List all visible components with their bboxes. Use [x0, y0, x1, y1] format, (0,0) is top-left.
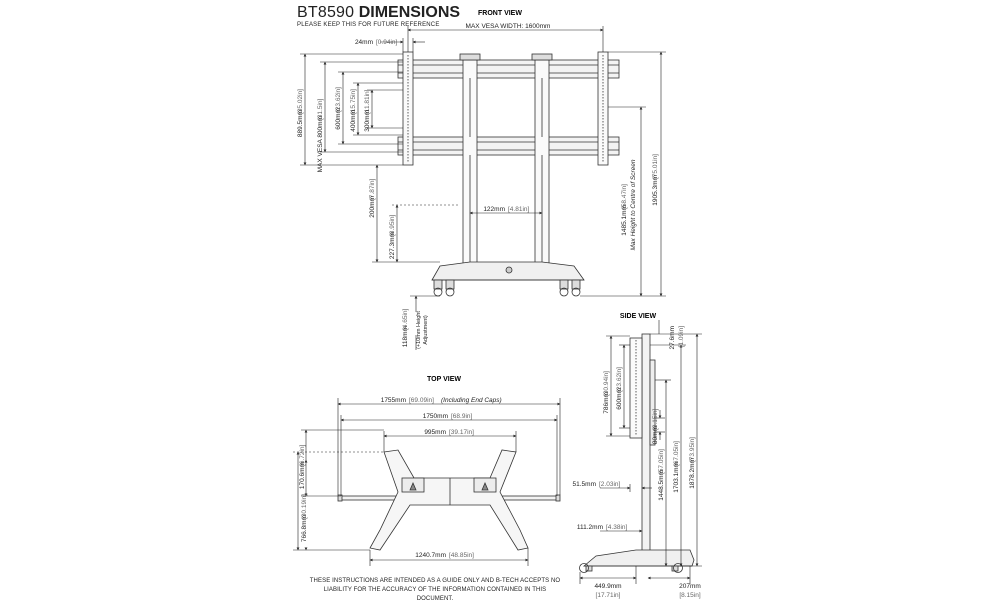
dim-24-in: [0.94in]: [376, 39, 398, 46]
dim-300-in: [11.81in]: [364, 89, 371, 114]
dim-122-mm: 122mm: [483, 206, 505, 213]
dim-400-mm: 400mm: [350, 110, 357, 132]
height-adjust-line1: (+10mm Height: [416, 311, 422, 349]
dim-1240-in: [48.85in]: [449, 552, 474, 559]
dim-51-in: [2.03in]: [599, 481, 621, 488]
dim-111-mm: 111.2mm: [577, 524, 603, 531]
dim-766-in: [30.19in]: [301, 494, 308, 519]
dim-side-600-in: [23.62in]: [616, 367, 623, 392]
dim-170-in: [6.72in]: [299, 444, 306, 466]
dim-889-in: [35.02in]: [297, 89, 304, 114]
top-view-title: TOP VIEW: [427, 376, 461, 383]
dim-1755-note: (Including End Caps): [441, 397, 502, 404]
disclaimer: THESE INSTRUCTIONS ARE INTENDED AS A GUI…: [305, 577, 565, 604]
max-height-note: Max Height to Centre of Screen: [630, 159, 637, 250]
dim-1448-in: [57.05in]: [658, 449, 665, 474]
dim-122-in: [4.81in]: [508, 206, 530, 213]
dim-51-mm: 51.5mm: [573, 481, 596, 488]
dim-995-mm: 995mm: [424, 429, 446, 436]
dim-207-mm: 207mm: [679, 583, 701, 590]
dim-27-in: [1.09in]: [678, 326, 685, 348]
header-subtitle: PLEASE KEEP THIS FOR FUTURE REFERENCE: [297, 22, 440, 28]
model-number: BT8590: [297, 4, 355, 21]
dim-111-in: [4.38in]: [606, 524, 628, 531]
dim-227-mm: 227.3mm: [389, 232, 396, 259]
disclaimer-line-1: THESE INSTRUCTIONS ARE INTENDED AS A GUI…: [309, 578, 561, 584]
height-adjust-line2: Adjustment): [423, 315, 429, 345]
dim-vesa800-mm: MAX VESA 800mm: [317, 116, 324, 172]
dim-766-mm: 766.8mm: [301, 515, 308, 542]
dim-207-in: [8.15in]: [679, 592, 701, 599]
top-dimension-lines: [293, 398, 561, 566]
dim-1703-mm: 1703.1mm: [673, 462, 680, 493]
dim-1485-mm: 1485.1mm: [621, 205, 628, 236]
vesa-width-label: MAX VESA WIDTH: 1600mm: [466, 23, 551, 30]
dim-600-mm: 600mm: [335, 108, 342, 130]
dim-118-mm: 118mm: [402, 326, 409, 347]
sheet-header: BT8590 DIMENSIONS PLEASE KEEP THIS FOR F…: [297, 4, 461, 28]
dim-1878-in: [73.95in]: [689, 437, 696, 462]
dim-786-in: [30.94in]: [603, 371, 610, 396]
top-view-drawing: [337, 449, 561, 551]
front-view-drawing: [397, 51, 620, 297]
dim-889-mm: 889.5mm: [297, 110, 304, 137]
dim-side-600-mm: 600mm: [616, 388, 623, 410]
dim-80-in: [3.15in]: [652, 408, 659, 430]
dim-1878-mm: 1878.2mm: [689, 458, 696, 489]
dim-1750-mm: 1750mm: [423, 413, 448, 420]
dim-449-in: [17.71in]: [596, 592, 621, 599]
header-title: DIMENSIONS: [358, 4, 461, 21]
dim-170-mm: 170.6mm: [299, 462, 306, 489]
dim-118-in: [4.65in]: [402, 308, 409, 330]
dim-1240-mm: 1240.7mm: [415, 552, 446, 559]
dim-24-mm: 24mm: [355, 39, 373, 46]
dim-200-in: [7.87in]: [369, 178, 376, 200]
dim-227-in: [8.95in]: [389, 214, 396, 236]
dim-1448-mm: 1448.5mm: [658, 470, 665, 501]
disclaimer-line-2: LIABILITY FOR THE ACCURACY OF THE INFORM…: [323, 587, 547, 602]
dim-600-in: [23.62in]: [335, 87, 342, 112]
front-dimension-labels: MAX VESA WIDTH: 1600mm 24mm [0.94in] 889…: [297, 23, 659, 349]
side-dimension-lines: [579, 320, 702, 584]
side-dimension-labels: 27.6mm [1.09in] 786mm [30.94in] 600mm [2…: [573, 326, 701, 599]
dim-1750-in: [68.9in]: [451, 413, 473, 420]
dim-786-mm: 786mm: [603, 392, 610, 414]
dim-1755-in: [69.09in]: [409, 397, 434, 404]
dim-449-mm: 449.9mm: [594, 583, 621, 590]
front-dimension-lines: [300, 26, 666, 350]
dim-1485-in: [58.47in]: [621, 184, 628, 209]
dim-vesa800-in: [31.5in]: [317, 98, 324, 120]
front-view-title: FRONT VIEW: [478, 10, 522, 17]
dim-1905-mm: 1905.3mm: [652, 175, 659, 206]
dim-200-mm: 200mm: [369, 196, 376, 218]
dim-995-in: [39.17in]: [449, 429, 474, 436]
dim-1703-in: [67.05in]: [673, 441, 680, 466]
dim-1755-mm: 1755mm: [381, 397, 406, 404]
dim-300-mm: 300mm: [364, 110, 371, 132]
dim-400-in: [15.75in]: [350, 89, 357, 114]
side-view-title: SIDE VIEW: [620, 313, 657, 320]
top-dimension-labels: 1755mm [69.09in] (Including End Caps) 17…: [299, 397, 502, 559]
dim-27-mm: 27.6mm: [669, 326, 676, 349]
dim-80-mm: 80mm: [652, 426, 659, 444]
dim-1905-in: [75.01in]: [652, 154, 659, 179]
